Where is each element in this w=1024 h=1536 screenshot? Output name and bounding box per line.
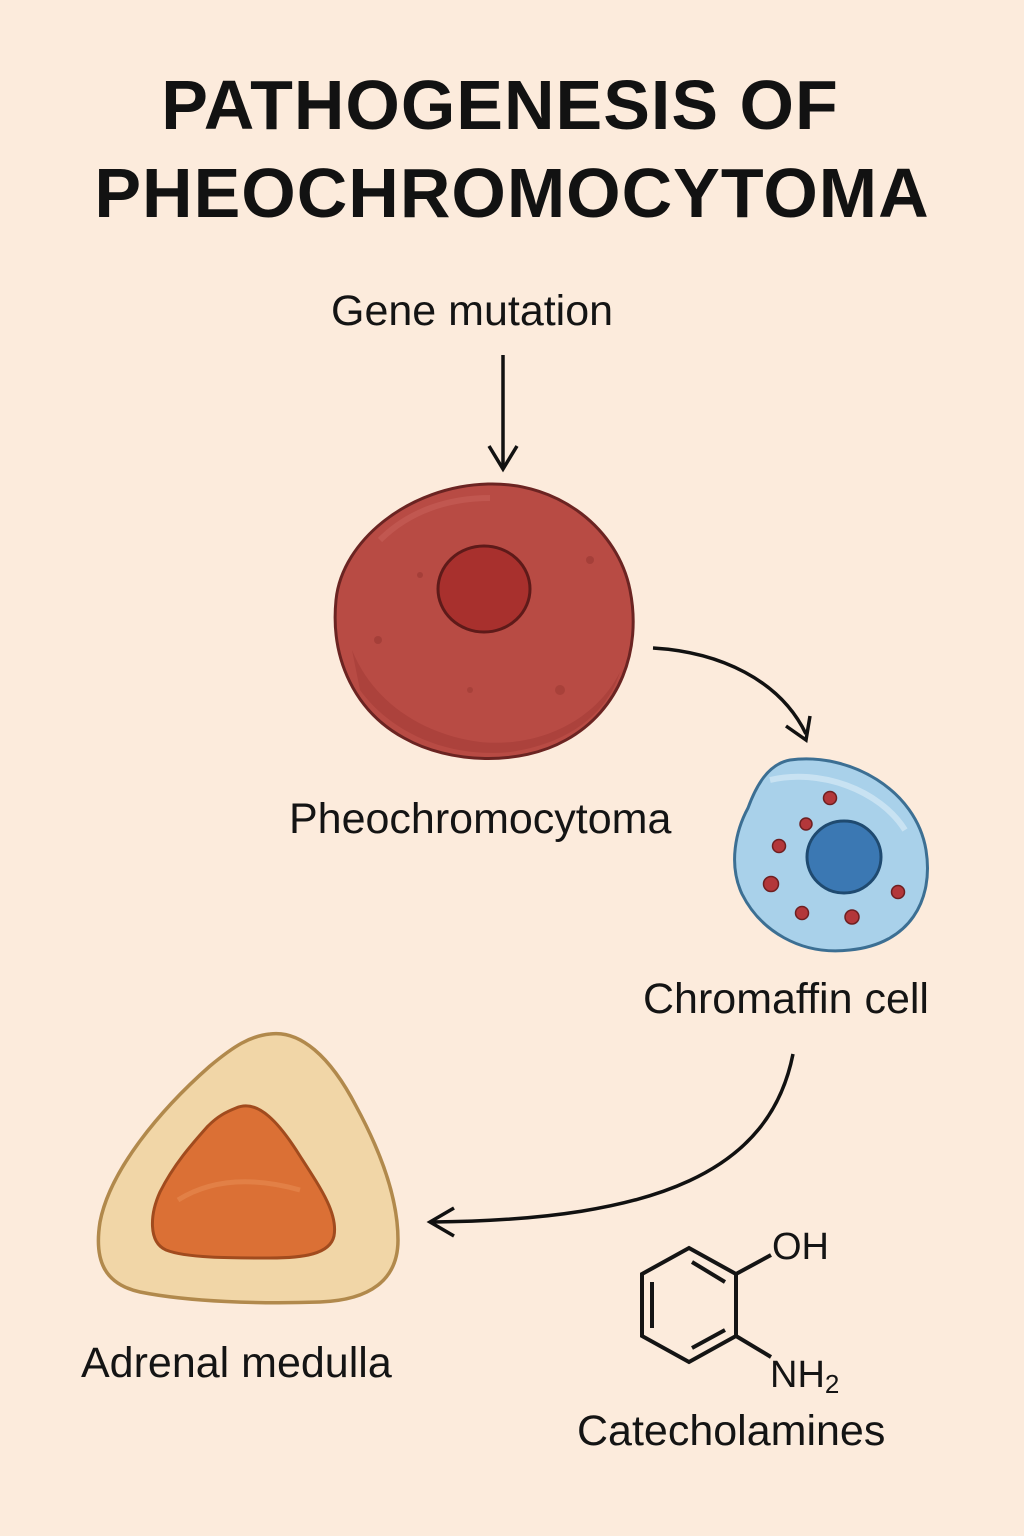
arrow-gene-to-tumor (487, 355, 519, 473)
arrow-chromaffin-to-adrenal (426, 1053, 795, 1238)
chromaffin-cell-icon (733, 757, 929, 953)
tumor-nucleus (436, 544, 532, 634)
pheochromocytoma-cell-icon (333, 482, 635, 760)
label-gene-mutation: Gene mutation (331, 287, 614, 335)
chromaffin-nucleus (805, 819, 883, 895)
label-catecholamines: Catecholamines (577, 1407, 886, 1455)
page-title-line-1: PATHOGENESIS OF (161, 66, 839, 144)
chromaffin-granules (762, 790, 906, 925)
chem-amine-subscript: 2 (824, 1369, 840, 1399)
page-title-line-2: PHEOCHROMOCYTOMA (94, 154, 930, 232)
chem-amine-label: NH2 (770, 1356, 839, 1397)
catecholamine-structure-icon (640, 1245, 773, 1365)
chem-amine-text: NH (770, 1354, 825, 1396)
label-chromaffin-cell: Chromaffin cell (643, 975, 929, 1023)
adrenal-medulla-icon (96, 1031, 400, 1305)
label-pheochromocytoma: Pheochromocytoma (289, 795, 672, 843)
label-adrenal-medulla: Adrenal medulla (81, 1339, 392, 1387)
chem-hydroxyl-label: OH (772, 1226, 829, 1268)
arrow-tumor-to-chromaffin (652, 646, 812, 744)
